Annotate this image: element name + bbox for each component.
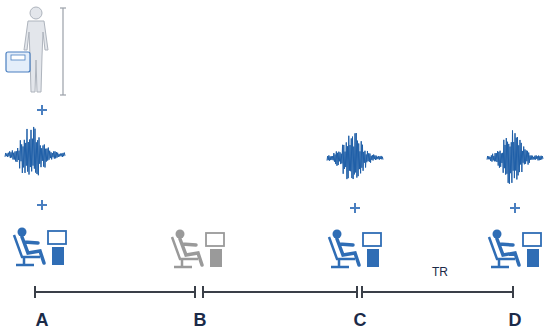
standing-figure [24, 7, 48, 92]
weighing-scale [6, 52, 30, 72]
interval-bracket [35, 286, 195, 298]
interval-label: TR [432, 266, 448, 278]
seated-subject-icon [172, 230, 224, 268]
time-point-label: A [36, 311, 49, 329]
signal-waveform [5, 127, 65, 175]
seated-subject-icon [489, 230, 541, 268]
height-ruler [60, 8, 66, 95]
signal-waveform [487, 130, 543, 183]
time-point-label: C [354, 311, 367, 329]
plus-symbol [37, 105, 47, 115]
time-point-label: B [194, 311, 207, 329]
plus-symbol [350, 203, 360, 213]
interval-bracket [203, 286, 357, 298]
seated-subject-icon [329, 230, 381, 268]
plus-symbol [37, 200, 47, 210]
interval-bracket [362, 286, 513, 298]
plus-symbol [510, 203, 520, 213]
signal-waveform [327, 133, 383, 179]
seated-subject-icon [14, 228, 66, 266]
time-point-label: D [509, 311, 522, 329]
